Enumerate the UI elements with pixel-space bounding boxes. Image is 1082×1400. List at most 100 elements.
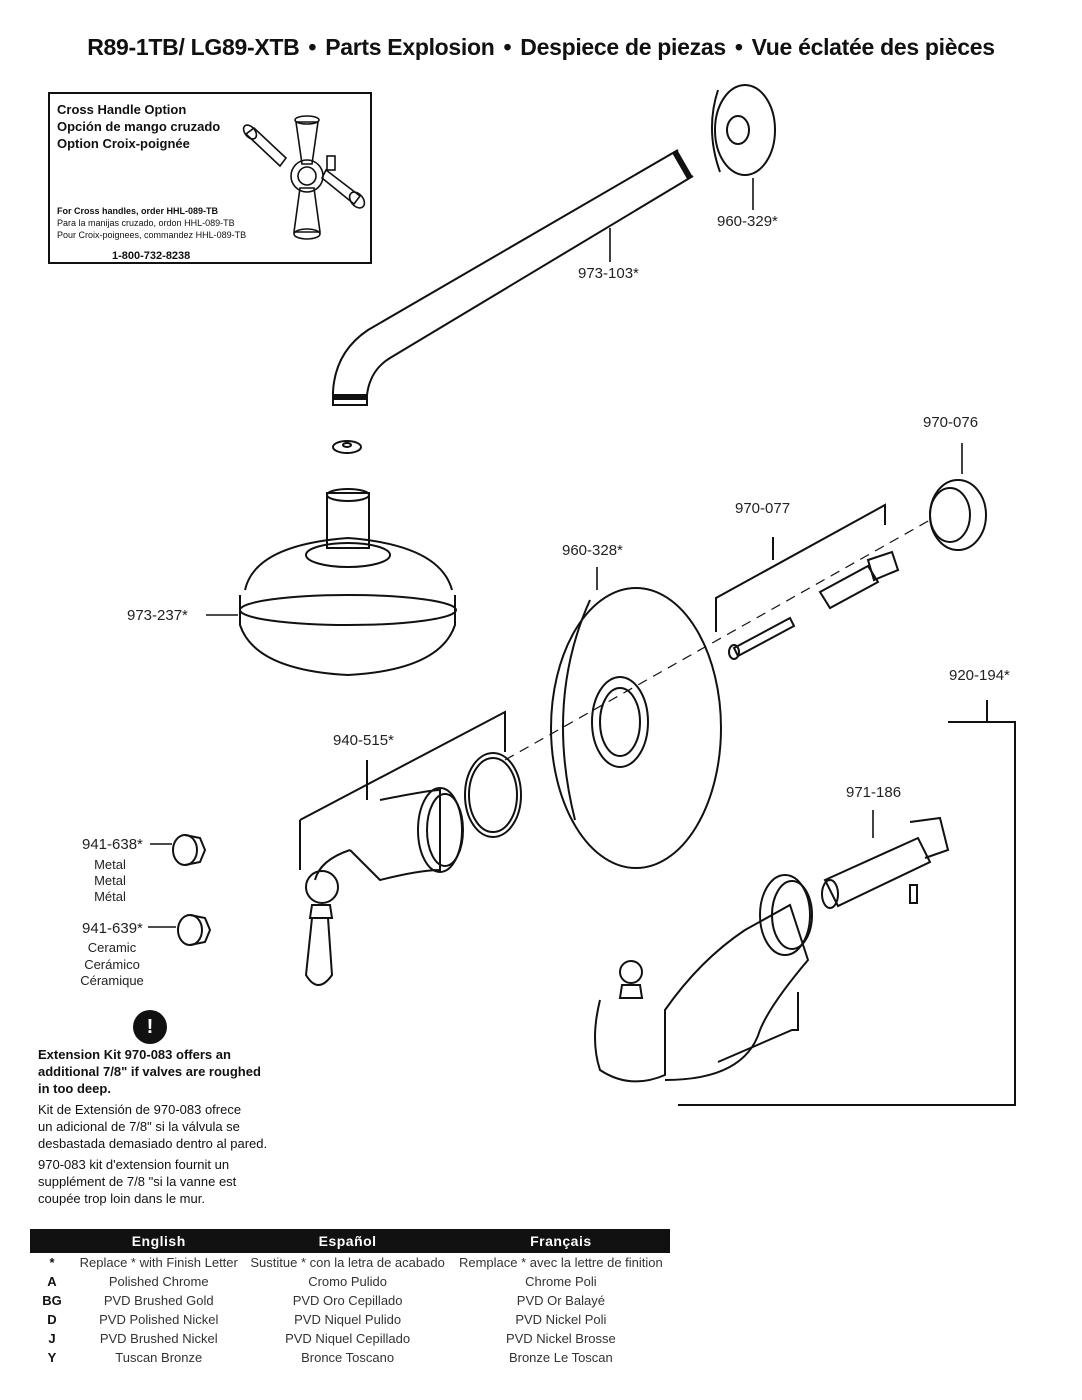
assembly-axis [504, 519, 931, 761]
nut-part [929, 479, 987, 551]
part-label-920-194: 920-194* [949, 667, 1010, 684]
title-en: Parts Explosion [325, 34, 495, 60]
part-label-973-237: 973-237* [127, 607, 188, 624]
finish-es: PVD Oro Cepillado [292, 1293, 403, 1308]
title-fr: Vue éclatée des pièces [751, 34, 995, 60]
title-separator: • [503, 34, 512, 60]
material-ceramic-en: Ceramic [87, 940, 137, 955]
material-metal-fr: Métal [94, 889, 126, 904]
finish-en: PVD Brushed Gold [103, 1293, 214, 1308]
finish-fr: PVD Or Balayé [516, 1293, 605, 1308]
finish-code: Y [47, 1350, 57, 1365]
table-row: J PVD Brushed Nickel PVD Niquel Cepillad… [30, 1329, 670, 1348]
shower-flange-part [711, 84, 776, 176]
shower-arm-part [332, 149, 694, 406]
table-row: Y Tuscan Bronze Bronce Toscano Bronze Le… [30, 1348, 670, 1367]
warning-icon: ! [133, 1010, 167, 1044]
model-number: R89-1TB/ LG89-XTB [87, 34, 300, 60]
part-label-970-077: 970-077 [735, 500, 790, 517]
warning-en-line-2: additional 7/8" if valves are roughed [38, 1064, 261, 1079]
header-code [30, 1229, 74, 1253]
title-separator: • [734, 34, 743, 60]
part-label-973-103: 973-103* [578, 265, 639, 282]
part-label-940-515: 940-515* [333, 732, 394, 749]
o-ring-part [464, 752, 522, 838]
finish-fr: PVD Nickel Poli [515, 1312, 607, 1327]
warning-en-line-1: Extension Kit 970-083 offers an [38, 1047, 231, 1062]
material-ceramic-fr: Céramique [80, 973, 144, 988]
screw-part [728, 616, 796, 660]
part-label-960-328: 960-328* [562, 542, 623, 559]
cross-handle-illustration [242, 115, 366, 240]
allen-wrench-part [717, 992, 799, 1063]
finish-table-header: English Español Français [30, 1229, 670, 1253]
finish-fr: Remplace * avec la lettre de finition [458, 1255, 663, 1270]
option-title-fr: Option Croix-poignée [57, 136, 190, 151]
finish-es: Sustitue * con la letra de acabado [250, 1255, 445, 1270]
finish-es: PVD Niquel Pulido [294, 1312, 402, 1327]
trim-plate-part [550, 587, 722, 869]
finish-table: English Español Français * Replace * wit… [30, 1229, 670, 1367]
table-row: A Polished Chrome Cromo Pulido Chrome Po… [30, 1272, 670, 1291]
part-label-960-329: 960-329* [717, 213, 778, 230]
bracket-920-194 [678, 721, 1016, 1106]
finish-es: PVD Niquel Cepillado [285, 1331, 411, 1346]
option-title-es: Opción de mango cruzado [57, 119, 221, 134]
ceramic-button-part [177, 914, 212, 946]
material-metal-en: Metal [94, 857, 126, 872]
warning-fr-line-1: 970-083 kit d'extension fournit un [38, 1157, 230, 1172]
finish-fr: PVD Nickel Brosse [505, 1331, 616, 1346]
finish-code: BG [42, 1293, 62, 1308]
bracket-940-515 [299, 710, 506, 870]
finish-en: Polished Chrome [108, 1274, 209, 1289]
finish-es: Bronce Toscano [301, 1350, 395, 1365]
table-row: BG PVD Brushed Gold PVD Oro Cepillado PV… [30, 1291, 670, 1310]
adapter-part [818, 550, 900, 610]
finish-en: PVD Brushed Nickel [99, 1331, 218, 1346]
finish-code: D [47, 1312, 57, 1327]
warning-es-line-1: Kit de Extensión de 970-083 ofrece [38, 1102, 242, 1117]
cross-handle-option-box: Cross Handle Option Opción de mango cruz… [48, 92, 372, 264]
diverter-part [821, 816, 950, 909]
warning-en-line-3: in too deep. [38, 1081, 111, 1096]
washer-part [332, 440, 362, 454]
finish-fr: Bronze Le Toscan [508, 1350, 613, 1365]
finish-es: Cromo Pulido [308, 1274, 387, 1289]
tub-spout-part [594, 874, 813, 1083]
finish-code: J [48, 1331, 56, 1346]
title-es: Despiece de piezas [520, 34, 726, 60]
option-note-en: For Cross handles, order HHL-089-TB [57, 206, 219, 216]
finish-code: * [49, 1255, 55, 1270]
part-label-970-076: 970-076 [923, 414, 978, 431]
metal-button-part [172, 834, 207, 866]
handle-assembly-part [304, 787, 464, 986]
finish-en: Tuscan Bronze [115, 1350, 203, 1365]
finish-fr: Chrome Poli [525, 1274, 597, 1289]
part-label-971-186: 971-186 [846, 784, 901, 801]
option-note-fr: Pour Croix-poignees, commandez HHL-089-T… [57, 230, 247, 240]
header-francais: Français [451, 1229, 670, 1253]
part-label-941-639: 941-639* [82, 920, 143, 937]
header-english: English [74, 1229, 244, 1253]
warning-es-line-3: desbastada demasiado dentro al pared. [38, 1136, 268, 1151]
title-separator: • [308, 34, 317, 60]
option-title-en: Cross Handle Option [57, 102, 187, 117]
shower-head-part [239, 488, 457, 677]
page-title: R89-1TB/ LG89-XTB • Parts Explosion • Despie… [0, 34, 1082, 61]
finish-en: PVD Polished Nickel [99, 1312, 219, 1327]
material-metal-es: Metal [94, 873, 126, 888]
phone-number: 1-800-732-8238 [112, 250, 191, 262]
material-ceramic-es: Cerámico [84, 957, 140, 972]
warning-fr-line-3: coupée trop loin dans le mur. [38, 1191, 205, 1206]
finish-code: A [47, 1274, 57, 1289]
header-espanol: Español [243, 1229, 452, 1253]
option-note-es: Para la manijas cruzado, ordon HHL-089-T… [57, 218, 235, 228]
parts-explosion-diagram: 960-329* 973-103* 970-076 970-077 960-32… [82, 84, 1016, 1106]
part-label-941-638: 941-638* [82, 836, 143, 853]
finish-en: Replace * with Finish Letter [79, 1255, 238, 1270]
bracket-970-077 [715, 503, 886, 632]
table-row: * Replace * with Finish Letter Sustitue … [30, 1253, 670, 1272]
table-row: D PVD Polished Nickel PVD Niquel Pulido … [30, 1310, 670, 1329]
warning-fr-line-2: supplément de 7/8 "si la vanne est [38, 1174, 237, 1189]
warning-es-line-2: un adicional de 7/8" si la válvula se [38, 1119, 240, 1134]
